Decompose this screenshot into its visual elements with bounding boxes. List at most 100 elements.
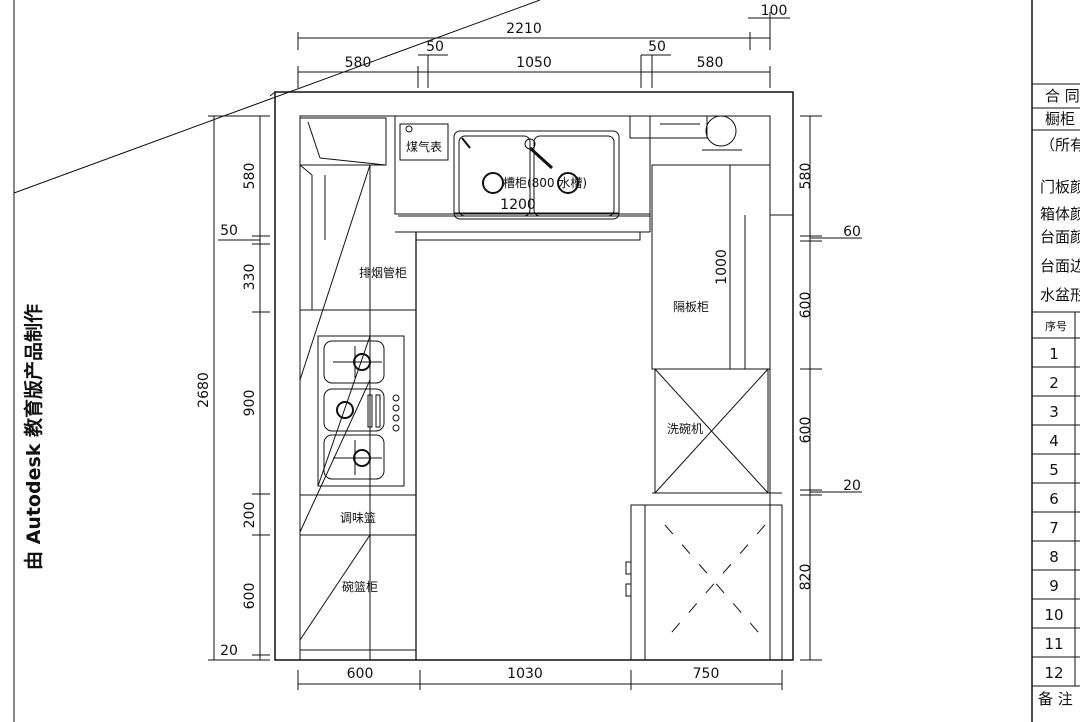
- sink-outer: [453, 130, 620, 220]
- label-seasoning-basket: 调味篮: [340, 510, 376, 525]
- knob-1: [392, 394, 400, 402]
- dim-bottom-right: 750: [693, 666, 720, 682]
- dim-sink-width: 1200: [500, 197, 536, 213]
- tall-unit-inner: [644, 504, 783, 661]
- dim-right-600-lower: 600: [798, 417, 814, 444]
- title-col-header: 序号: [1045, 319, 1067, 333]
- title-number-4: 4: [1049, 432, 1059, 450]
- dim-top-right: 580: [697, 55, 724, 71]
- knob-4: [392, 424, 400, 432]
- dim-left-20: 20: [220, 643, 238, 659]
- title-number-2: 2: [1049, 374, 1059, 392]
- title-row-contract: 合 同: [1045, 87, 1080, 105]
- left-dimensions: [208, 115, 270, 661]
- corner-unit: [300, 117, 387, 166]
- title-row-basin-shape: 水盆形: [1040, 286, 1080, 304]
- dim-left-330: 330: [242, 264, 258, 291]
- dim-inner-1000: 1000: [714, 249, 730, 285]
- burner-middle: [336, 401, 354, 419]
- title-row-top-edge: 台面边: [1040, 257, 1080, 275]
- shelf-cabinet: [651, 164, 771, 370]
- knob-2: [392, 404, 400, 412]
- cooktop-outer: [317, 335, 405, 487]
- title-number-7: 7: [1049, 519, 1059, 537]
- label-gas-meter: 煤气表: [406, 139, 442, 154]
- dim-right-580: 580: [798, 163, 814, 190]
- title-row-cabinet: 橱柜: [1045, 110, 1075, 128]
- counter-edge: [416, 232, 641, 241]
- bowl-cabinet-diagonal: [299, 534, 371, 641]
- title-number-1: 1: [1049, 345, 1059, 363]
- dim-top-gap-left: 50: [426, 39, 444, 55]
- dim-top-gap-right: 50: [648, 39, 666, 55]
- title-number-11: 11: [1044, 635, 1063, 653]
- wall-corner-mark: [269, 91, 276, 97]
- label-bowl-basket-cabinet: 碗篮柜: [342, 579, 378, 594]
- right-dimensions: [800, 115, 862, 661]
- bottom-dimensions: [297, 670, 783, 690]
- dishwasher-x-2: [654, 368, 769, 494]
- dim-top-middle: 1050: [516, 55, 552, 71]
- top-dimensions: [297, 12, 790, 88]
- seasoning-cabinet-diagonal: [299, 379, 371, 533]
- title-row-box-color: 箱体颜: [1040, 205, 1080, 223]
- title-block-grid: [1032, 83, 1080, 687]
- label-exhaust-cabinet: 排烟管柜: [359, 265, 407, 280]
- tall-unit-handle-1: [625, 561, 632, 575]
- sink-drain-right: [557, 172, 579, 194]
- pipe-circle: [705, 115, 737, 147]
- tall-unit-handle-2: [625, 583, 632, 597]
- burner-tray-middle: [323, 388, 385, 432]
- corner-unit-detail-2: [319, 157, 387, 166]
- dim-left-900: 900: [242, 390, 258, 417]
- label-dishwasher: 洗碗机: [667, 421, 703, 436]
- burner-tray-bottom: [323, 434, 385, 480]
- title-row-door-color: 门板颜: [1040, 178, 1080, 196]
- dim-left-200: 200: [242, 502, 258, 529]
- dim-right-600-upper: 600: [798, 292, 814, 319]
- dim-bottom-middle: 1030: [507, 666, 543, 682]
- dim-top-left: 580: [345, 55, 372, 71]
- knob-3: [392, 414, 400, 422]
- room-outer-wall: [274, 91, 794, 661]
- grill-bar-2: [375, 394, 381, 428]
- sink-tap-handle: [461, 137, 471, 149]
- label-shelf-cabinet: 隔板柜: [673, 300, 709, 314]
- dim-left-600: 600: [242, 583, 258, 610]
- tall-unit: [630, 504, 783, 661]
- title-number-3: 3: [1049, 403, 1059, 421]
- dim-left-total: 2680: [196, 372, 212, 408]
- grill-bar-1: [367, 394, 373, 428]
- corner-unit-detail: [307, 121, 321, 159]
- title-number-6: 6: [1049, 490, 1059, 508]
- exhaust-cabinet-detail: [299, 164, 313, 176]
- dim-left-50: 50: [220, 223, 238, 239]
- title-number-8: 8: [1049, 548, 1059, 566]
- dim-left-580: 580: [242, 163, 258, 190]
- title-row-top-color: 台面颜: [1040, 228, 1080, 246]
- exhaust-cabinet-diagonal: [299, 164, 371, 381]
- title-number-5: 5: [1049, 461, 1059, 479]
- dim-right-820: 820: [798, 564, 814, 591]
- watermark-text: 由 Autodesk 教育版产品制作: [22, 304, 45, 570]
- faucet-base: [524, 138, 536, 150]
- reference-diagonal-line: [13, 0, 541, 194]
- gas-meter-dot: [405, 125, 413, 133]
- dim-right-20: 20: [843, 478, 861, 494]
- title-row-all: （所有: [1040, 136, 1080, 154]
- title-note: 备 注: [1038, 690, 1073, 708]
- dim-bottom-left: 600: [347, 666, 374, 682]
- title-number-9: 9: [1049, 577, 1059, 595]
- label-sink-cabinet: 槽柜(800 水槽): [503, 176, 587, 190]
- dim-right-60: 60: [843, 224, 861, 240]
- dim-top-extra: 100: [761, 3, 788, 19]
- sink-faucet: [528, 146, 554, 170]
- cooktop-diagonal: [317, 335, 371, 487]
- dim-top-total: 2210: [506, 21, 542, 37]
- title-number-10: 10: [1044, 606, 1063, 624]
- gas-meter-box: [399, 123, 449, 161]
- sink-drain-left: [482, 172, 504, 194]
- right-top-box: [629, 115, 708, 139]
- title-number-12: 12: [1044, 664, 1063, 682]
